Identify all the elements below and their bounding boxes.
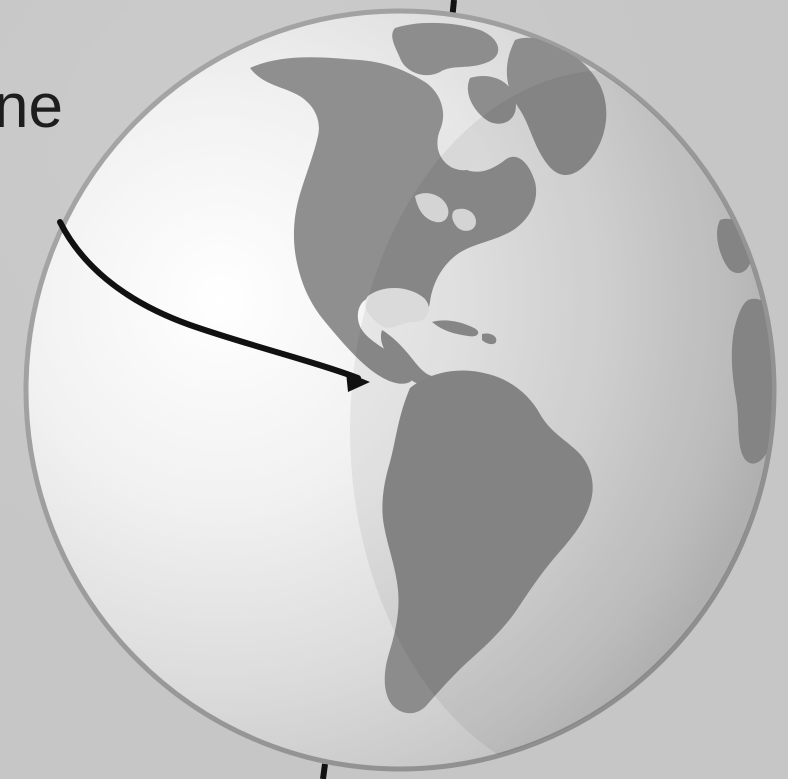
axis-bottom-line: [323, 764, 325, 779]
